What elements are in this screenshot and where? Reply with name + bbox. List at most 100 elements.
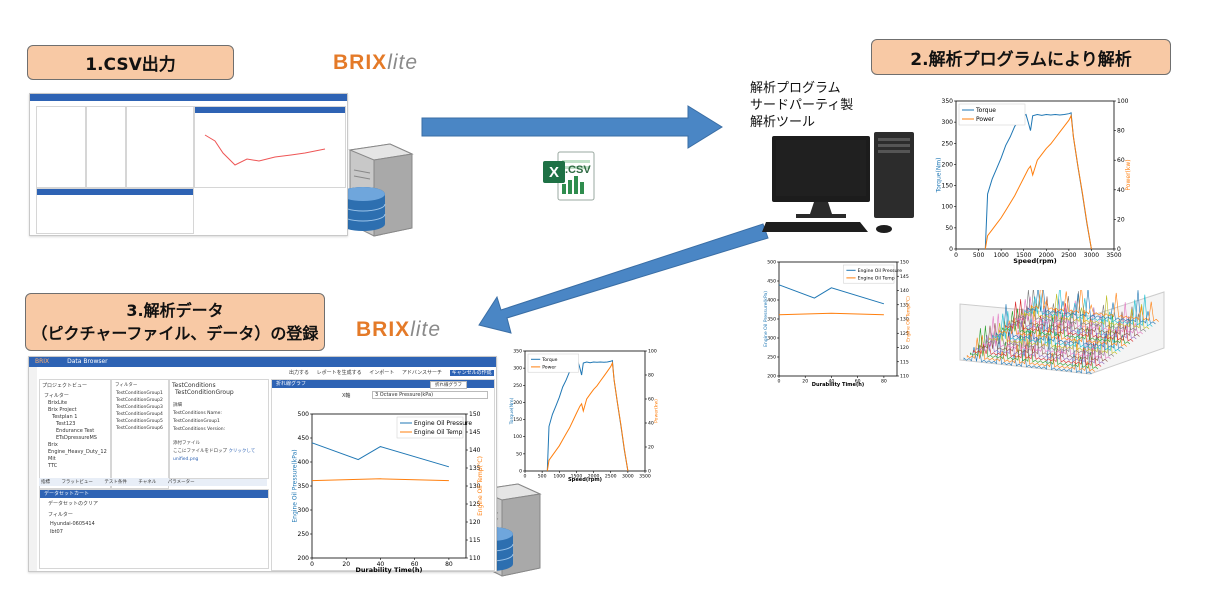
menu-export[interactable]: 出力する — [289, 370, 310, 376]
cart-item[interactable]: Hyundai-0605414 — [50, 521, 95, 527]
project-view-panel: プロジェクトビュー フィルター BrixLite Brix Project Te… — [39, 379, 111, 489]
filter-label[interactable]: フィルター — [48, 512, 73, 518]
tree-item[interactable]: Mit — [48, 456, 56, 462]
menu-import[interactable]: インポート — [369, 370, 395, 376]
x-tick-label: 500 — [973, 252, 985, 259]
group-item[interactable]: TestConditionGroup2 — [116, 398, 163, 403]
tree-item[interactable]: TTC — [48, 463, 58, 469]
y2-tick-label: 110 — [469, 555, 481, 562]
y2-axis-label: Power(kw) — [1125, 159, 1132, 190]
series-line-power — [984, 114, 1092, 250]
detail-title: 詳細 — [173, 403, 182, 408]
y-tick-label: 50 — [516, 451, 522, 457]
tab-parameter[interactable]: パラメーター — [167, 480, 195, 485]
y2-tick-label: 100 — [648, 349, 657, 355]
attach-drop-hint[interactable]: ここにファイルをドロップ — [173, 449, 227, 454]
tree-item[interactable]: Test123 — [56, 421, 76, 427]
y-tick-label: 450 — [298, 435, 310, 442]
y-axis-label: Engine Oil Pressure(kPa) — [763, 291, 769, 347]
group-item[interactable]: TestConditionGroup5 — [116, 419, 163, 424]
bottom-tabs: 指標 フラットビュー テスト条件 チャネル パラメーター — [39, 478, 267, 486]
menu-advanced-search[interactable]: アドバンスサーチ — [401, 370, 442, 376]
x-axis-label: Speed(rpm) — [568, 477, 602, 483]
group-item[interactable]: TestConditionGroup1 — [116, 391, 163, 396]
y-tick-label: 0 — [949, 246, 953, 253]
cart-item[interactable]: lbt07 — [50, 529, 63, 535]
x-tick-label: 2500 — [605, 474, 617, 480]
tool-desc-line1: 解析プログラム — [750, 81, 841, 96]
y-tick-label: 300 — [942, 119, 954, 126]
x-tick-label: 0 — [954, 252, 958, 259]
y2-axis-label: Engine Oil Temp(℃) — [905, 296, 911, 342]
tool-description: 解析プログラム サードパーティ製 解析ツール — [750, 80, 853, 131]
save-button[interactable]: キャンセルの作成 — [449, 370, 494, 376]
dataset-clear-button[interactable]: データセットのクリア — [48, 501, 99, 507]
brix-logo-bottom: BRIXlite — [356, 318, 441, 342]
attach-file-link[interactable]: unified.png — [173, 457, 199, 462]
waterfall-trace — [982, 313, 1111, 360]
waterfall-trace — [1011, 296, 1140, 337]
detail-name-label: TestConditions Name: — [173, 411, 222, 416]
waterfall-trace — [1005, 299, 1134, 342]
y-tick-label: 150 — [942, 183, 954, 190]
y-tick-label: 100 — [513, 434, 522, 440]
filter-label[interactable]: フィルター — [44, 393, 69, 399]
menu-report[interactable]: レポートを生成する — [316, 370, 362, 376]
y2-tick-label: 120 — [900, 345, 909, 351]
group-item[interactable]: TestConditionGroup6 — [116, 426, 163, 431]
y-tick-label: 100 — [942, 204, 954, 211]
legend-label: Torque — [975, 107, 996, 114]
waterfall-trace — [1021, 293, 1150, 330]
detail-panel: TestConditions TestConditionGroup 詳細 Tes… — [169, 379, 269, 479]
group-item[interactable]: TestConditionGroup4 — [116, 412, 163, 417]
y-tick-label: 200 — [767, 374, 776, 380]
waterfall-trace — [973, 324, 1102, 367]
y2-tick-label: 80 — [1117, 128, 1125, 135]
tab-test-conditions[interactable]: テスト条件 — [104, 480, 127, 485]
y-tick-label: 400 — [767, 298, 776, 304]
lite-wordmark: lite — [387, 51, 419, 74]
filter-label[interactable]: フィルター — [115, 383, 138, 388]
channel-combo[interactable]: 3 Octave Pressure(kPa) — [372, 391, 488, 399]
data-browser-menu[interactable]: Data Browser — [67, 358, 108, 365]
y2-tick-label: 110 — [900, 374, 909, 380]
tree-item[interactable]: Brix Engine_Heavy_Duty_12 — [48, 442, 107, 455]
x-tick-label: 60 — [411, 561, 419, 568]
attach-label: 添付ファイル — [173, 441, 200, 446]
tree-item[interactable]: ETsDpressureMS — [56, 435, 97, 441]
tree-item[interactable]: BrixLite — [48, 400, 68, 406]
dataset-cart-panel: データセットカート データセットのクリア フィルター Hyundai-06054… — [39, 489, 269, 569]
axis-name-label: X軸 — [342, 393, 351, 399]
waterfall-trace — [998, 308, 1127, 347]
y-tick-label: 200 — [942, 161, 954, 168]
dataset-cart-panel — [36, 188, 194, 234]
tree-item[interactable]: Brix Project — [48, 407, 77, 413]
y2-tick-label: 140 — [469, 447, 481, 454]
y2-tick-label: 115 — [900, 359, 909, 365]
x-axis-label: Speed(rpm) — [1013, 257, 1056, 265]
y2-tick-label: 0 — [1117, 246, 1121, 253]
y-tick-label: 500 — [298, 411, 310, 418]
legend-box — [527, 353, 579, 373]
attach-click[interactable]: クリックして — [228, 449, 256, 454]
y2-tick-label: 40 — [1117, 187, 1125, 194]
tab-flat-view[interactable]: フラットビュー — [61, 480, 93, 485]
group-item[interactable]: TestConditionGroup3 — [116, 405, 163, 410]
legend-label: Engine Oil Temp — [858, 275, 895, 281]
tree-item[interactable]: Endurance Test — [56, 428, 95, 434]
y-tick-label: 250 — [767, 355, 776, 361]
y-tick-label: 400 — [298, 459, 310, 466]
server-db-icon-top — [340, 143, 414, 237]
detail-panel — [126, 106, 194, 188]
tab-index[interactable]: 指標 — [41, 480, 50, 485]
waterfall-3d-plot — [959, 290, 1165, 375]
y-tick-label: 300 — [298, 507, 310, 514]
x-tick-label: 1500 — [571, 474, 583, 480]
tree-item[interactable]: Testplan 1 — [52, 414, 78, 420]
tab-channel[interactable]: チャネル — [138, 480, 157, 485]
computer-icon — [762, 132, 914, 233]
logo-mini: BRIX — [35, 358, 50, 365]
graph-type-select[interactable]: 折れ線グラフ — [430, 381, 467, 389]
y-tick-label: 250 — [513, 383, 522, 389]
